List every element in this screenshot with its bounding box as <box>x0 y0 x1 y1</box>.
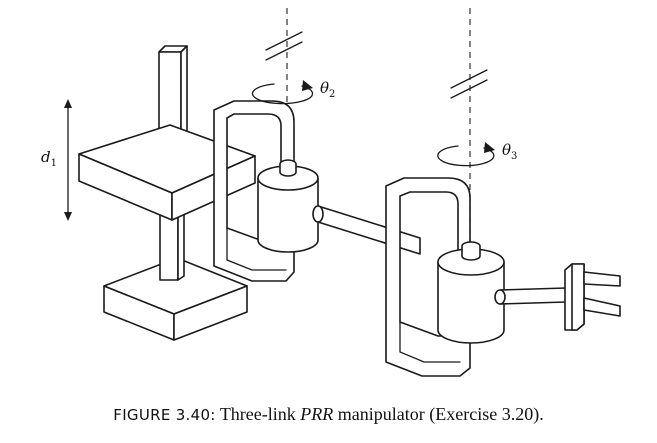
lower-column <box>159 205 185 281</box>
theta3-rotation-arrow <box>437 142 495 167</box>
d1-arrow <box>64 99 72 221</box>
figure-caption: FIGURE 3.40: Three-link PRR manipulator … <box>0 404 657 425</box>
joint2-cylinder <box>257 159 319 253</box>
theta2-rotation-arrow <box>251 80 314 105</box>
base-plate <box>103 257 248 341</box>
caption-text-before: Three-link <box>215 404 301 424</box>
link3-bracket <box>385 177 471 377</box>
joint3-cylinder <box>437 241 505 344</box>
figure-number: FIGURE 3.40: <box>113 406 216 424</box>
wrist-link <box>494 287 567 305</box>
theta3-label: θ3 <box>502 141 517 162</box>
caption-joint-types: PRR <box>300 404 334 424</box>
gripper <box>564 263 621 331</box>
theta2-label: θ2 <box>320 79 335 100</box>
caption-text-after: manipulator (Exercise 3.20). <box>333 404 544 424</box>
link-2-3 <box>312 205 421 255</box>
prismatic-slider <box>78 124 256 221</box>
d1-label: d1 <box>41 148 57 169</box>
